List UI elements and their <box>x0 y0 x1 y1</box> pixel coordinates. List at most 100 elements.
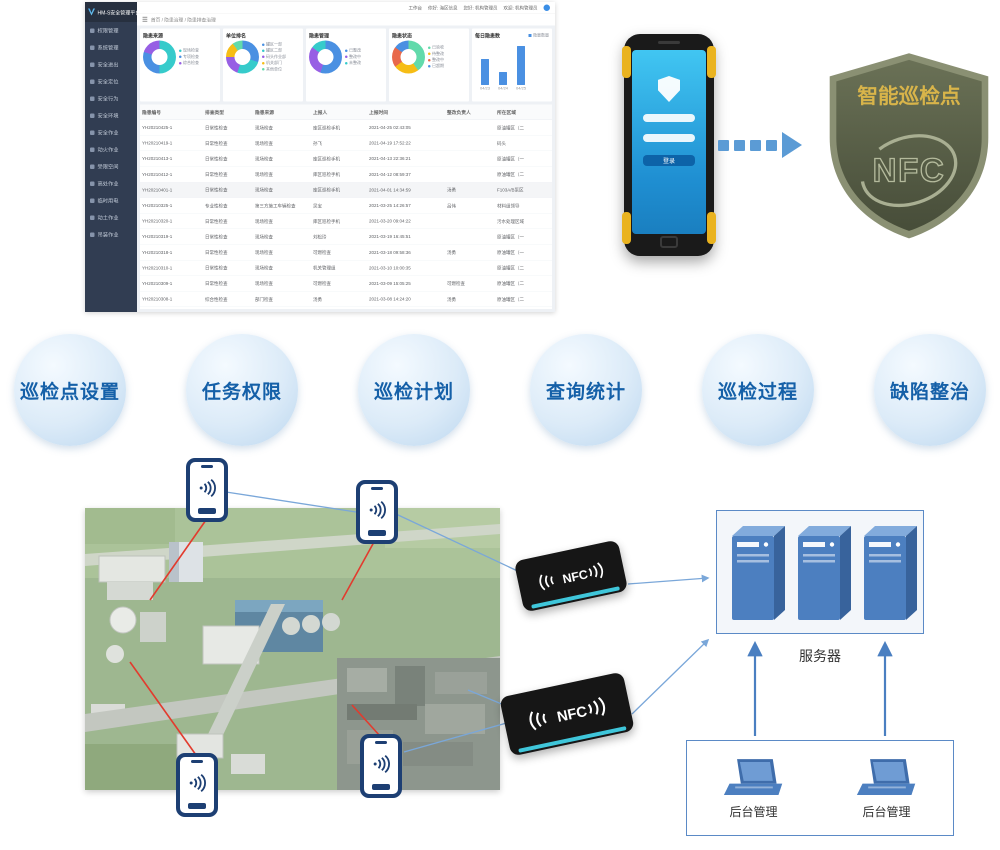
nfc-phone-icon <box>356 480 398 544</box>
table-cell: YH20210401-1 <box>140 182 203 198</box>
table-cell: 库区巡检手机 <box>311 150 367 167</box>
hazard-table: 隐患编号排查类型隐患来源上报人上报时间整改负责人所在区域操作 YH2021042… <box>140 104 552 309</box>
sidebar-item-label: 高处作业 <box>97 180 119 187</box>
column-header: 隐患来源 <box>253 104 311 120</box>
login-button[interactable]: 登录 <box>643 155 695 166</box>
table-cell: 2021-04-13 22:36:21 <box>367 150 445 167</box>
sidebar-item[interactable]: 安全进出 <box>85 56 137 73</box>
topbar-link[interactable]: 你好: 海区信息 <box>427 5 458 11</box>
topbar-link[interactable]: 您好: 机构管理员 <box>463 5 498 11</box>
table-cell: 现场检查 <box>253 260 311 276</box>
sidebar-item[interactable]: 安全环境 <box>85 107 137 124</box>
table-cell: 库区巡检手机 <box>311 182 367 198</box>
backend-item: 后台管理 <box>855 757 919 820</box>
table-cell: 原油罐区（二 <box>495 119 552 136</box>
table-cell: 原油罐区（二 <box>495 275 552 292</box>
menu-toggle-icon[interactable]: ☰ <box>142 15 148 24</box>
table-cell: 现场检查 <box>253 150 311 167</box>
sidebar-item[interactable]: 高处作业 <box>85 175 137 192</box>
feature-circle: 巡检点设置 <box>14 334 126 446</box>
sidebar-item-label: 安全环境 <box>97 112 119 119</box>
sidebar-item[interactable]: 动土作业 <box>85 209 137 226</box>
table-cell: 2021-04-01 14:34:59 <box>367 182 445 198</box>
topbar-link[interactable]: 工作台 <box>408 5 422 11</box>
sidebar-item-label: 吊装作业 <box>97 231 119 238</box>
table-cell: YH20210325-1 <box>140 197 203 214</box>
table-cell: 机关管理组 <box>311 260 367 276</box>
table-cell <box>445 213 495 230</box>
table-cell: 汤勇 <box>445 244 495 261</box>
backend-box: 后台管理 后台管理 <box>686 740 954 836</box>
breadcrumb: ☰ 首页 / 隐患治理 / 隐患排查治理 <box>137 13 555 26</box>
breadcrumb-text: 首页 / 隐患治理 / 隐患排查治理 <box>150 17 216 24</box>
dash-panels: 隐患来源现场检查专项检查综合检查单位排名罐区一部罐区二部码头作业部机关部门其他单… <box>140 28 552 102</box>
chart-legend: 已验收待整改整改中已超期 <box>428 45 444 70</box>
table-cell: 2021-03-08 14:24:20 <box>367 291 445 308</box>
donut-chart <box>143 40 176 74</box>
sidebar-item[interactable]: 安全作业 <box>85 124 137 141</box>
table-cell: 日常性检查 <box>203 135 253 152</box>
sidebar-item[interactable]: 受限空间 <box>85 158 137 175</box>
laptop-icon <box>723 758 782 795</box>
sidebar-item[interactable]: 临时用电 <box>85 192 137 209</box>
table-cell: 日常性检查 <box>203 228 253 245</box>
nfc-reader-device: NFC <box>499 671 635 757</box>
topbar-link[interactable]: 欢迎: 机构管理员 <box>503 5 538 11</box>
username-field[interactable] <box>643 114 695 122</box>
feature-circle: 查询统计 <box>530 334 642 446</box>
column-header: 上报时间 <box>367 104 445 120</box>
table-cell <box>445 228 495 245</box>
menu-icon <box>90 79 95 84</box>
table-cell: 库区巡检手机 <box>311 119 367 136</box>
table-cell: 原油罐区（一 <box>495 228 552 245</box>
plant-aerial-image <box>85 508 500 790</box>
table-cell: 吴宝 <box>311 197 367 214</box>
sidebar-item[interactable]: 权限管理 <box>85 22 137 39</box>
sidebar-item[interactable]: 吊装作业 <box>85 226 137 243</box>
feature-circle: 缺陷整治 <box>874 334 986 446</box>
menu-icon <box>90 147 95 152</box>
feature-circle: 巡检计划 <box>358 334 470 446</box>
table-cell: 现场检查 <box>253 119 311 136</box>
table-cell: YH20210413-1 <box>140 150 203 167</box>
contactless-wave-icon <box>189 773 206 793</box>
table-cell: 现场检查 <box>253 228 311 245</box>
menu-icon <box>90 113 95 118</box>
chart-legend: 已整改整改中未整改 <box>345 48 361 67</box>
table-cell: YH20210320-1 <box>140 213 203 230</box>
user-avatar[interactable] <box>543 4 550 11</box>
table-cell: YH20210425-1 <box>140 119 203 136</box>
table-cell: 日常性检查 <box>203 119 253 136</box>
device-bumper <box>707 212 716 244</box>
table-cell: 日常性检查 <box>203 275 253 292</box>
app-logo: HM-S安全管理平台 <box>85 2 137 22</box>
sidebar-item[interactable]: 动火作业 <box>85 141 137 158</box>
donut-chart <box>309 40 342 74</box>
handheld-device: 登录 <box>622 34 716 256</box>
laptop-icon <box>856 758 915 795</box>
panel-title: 隐患管理 <box>309 33 329 40</box>
sidebar-item[interactable]: 系统管理 <box>85 39 137 56</box>
home-button[interactable] <box>660 236 678 248</box>
reader-nfc-label: NFC <box>561 567 589 586</box>
sidebar-item[interactable]: 安全行为 <box>85 90 137 107</box>
device-bumper <box>622 46 631 78</box>
feature-circles: 巡检点设置任务权限巡检计划查询统计巡检过程缺陷整治 <box>0 334 1000 446</box>
sidebar-item[interactable]: 安全定位 <box>85 73 137 90</box>
table-cell: 原油罐区（一 <box>495 244 552 261</box>
password-field[interactable] <box>643 134 695 142</box>
table-cell: 专业性检查 <box>203 197 253 214</box>
